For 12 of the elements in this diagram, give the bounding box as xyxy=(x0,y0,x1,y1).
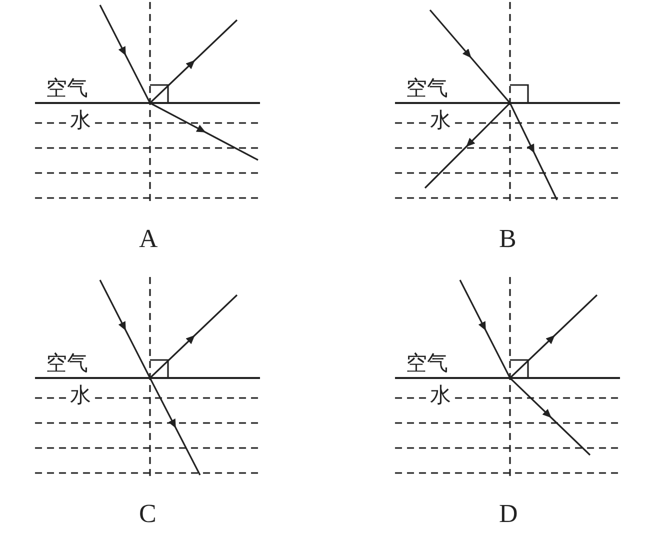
medium-label: 水 xyxy=(429,110,452,131)
medium-label: 水 xyxy=(69,110,92,131)
medium-label: 空气 xyxy=(405,353,449,374)
option-letter: D xyxy=(499,501,518,527)
medium-label: 空气 xyxy=(405,78,449,99)
medium-label: 水 xyxy=(429,385,452,406)
medium-label: 空气 xyxy=(45,353,89,374)
medium-label: 水 xyxy=(69,385,92,406)
option-letter: B xyxy=(499,226,516,252)
medium-label: 空气 xyxy=(45,78,89,99)
option-letter: C xyxy=(139,501,156,527)
option-letter: A xyxy=(139,226,158,252)
